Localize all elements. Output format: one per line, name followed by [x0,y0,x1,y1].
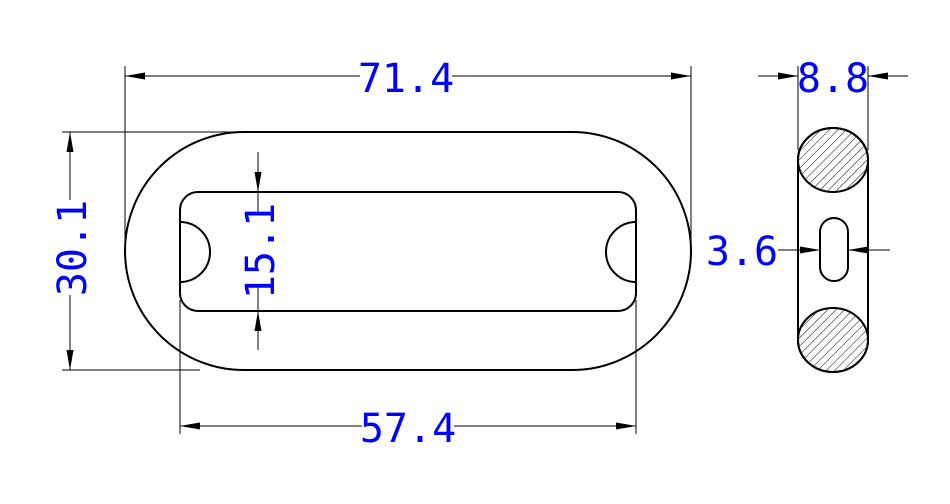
outer-outline [124,131,692,371]
top-section-hatch [797,127,869,193]
overall-length-label: 71.4 [358,56,454,102]
slot-width-label: 3.6 [706,229,778,275]
dimension-inner-height: 15.1 [238,152,284,350]
bottom-section-hatch [797,307,869,373]
dimension-overall-length: 71.4 [124,56,692,250]
inner-height-label: 15.1 [238,203,284,299]
right-notch [605,221,637,283]
center-slot [819,217,849,282]
dimension-thickness: 8.8 [758,56,908,150]
dimension-overall-height: 30.1 [50,131,245,371]
dimension-slot-width: 3.6 [706,229,890,275]
overall-height-label: 30.1 [50,200,96,296]
thickness-label: 8.8 [797,56,869,102]
left-notch [179,221,211,283]
inner-opening [179,191,637,312]
inner-length-label: 57.4 [360,406,456,452]
front-view [124,131,692,371]
dimension-inner-length: 57.4 [179,300,637,452]
side-view [797,127,869,373]
